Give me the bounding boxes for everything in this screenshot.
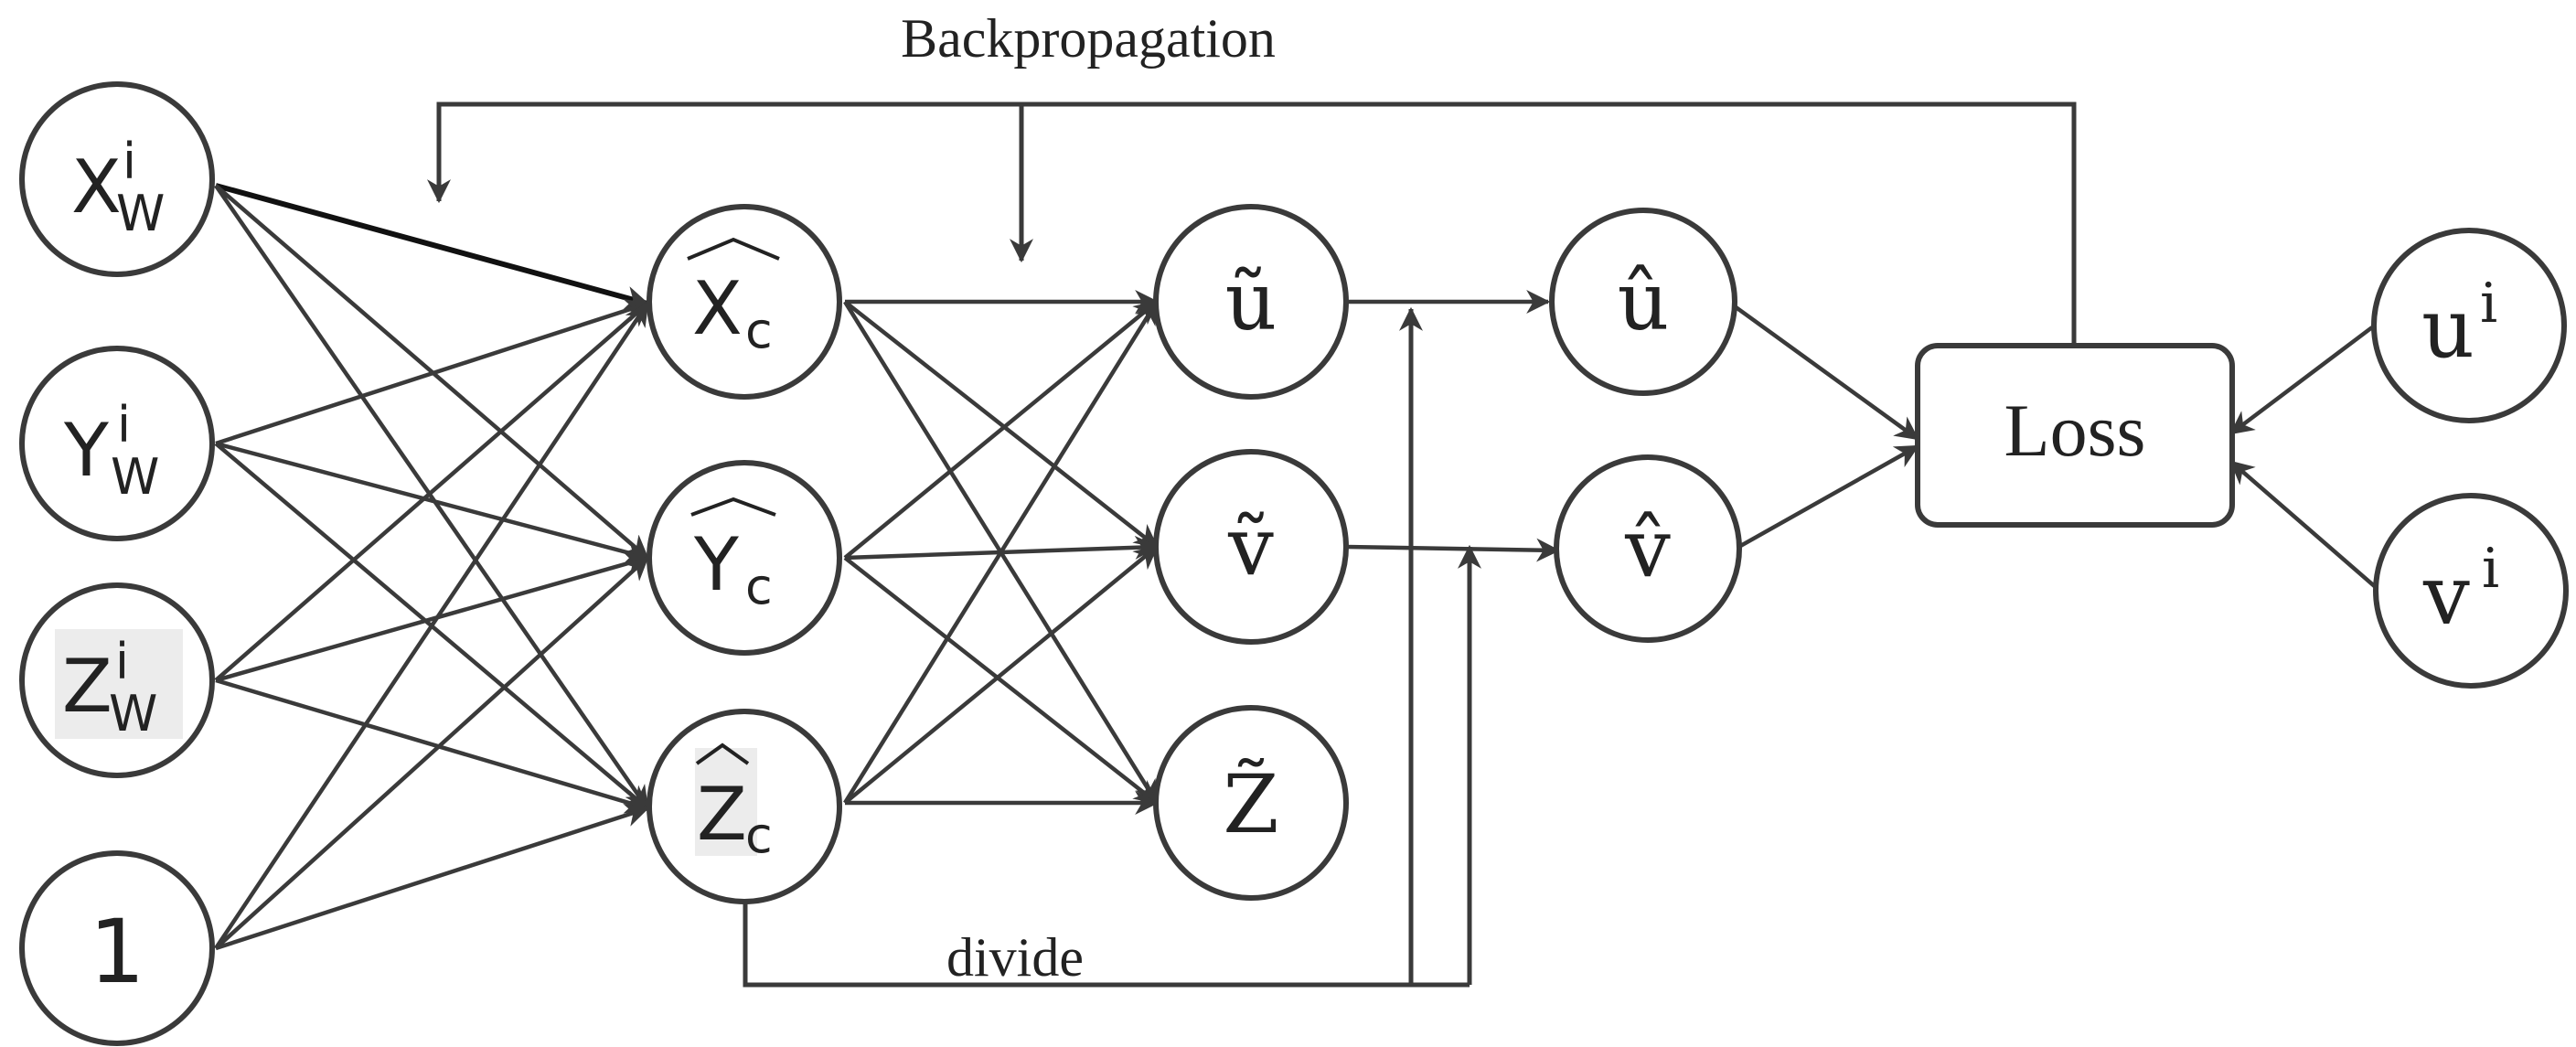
projected-node-u: ũ <box>1153 204 1349 400</box>
camera-node-y: Y c <box>647 460 842 656</box>
target-node-u: u i <box>2371 228 2567 423</box>
target-node-u-label: u <box>2421 281 2474 377</box>
target-node-v-label: v <box>2422 548 2470 644</box>
camera-to-projected-edges <box>843 290 1160 815</box>
projected-node-z: Z̃ <box>1153 705 1349 901</box>
backpropagation-label: Backpropagation <box>901 8 1276 69</box>
wide-hat-icon <box>690 497 776 517</box>
input-node-y: Y i W <box>19 346 215 541</box>
camera-node-z-label: Z <box>697 772 747 857</box>
wide-hat-icon <box>687 237 780 261</box>
camera-node-y-sub: c <box>745 558 773 615</box>
normalized-node-v-label: v̂ <box>1624 501 1671 595</box>
target-node-v-sup: i <box>2482 537 2499 601</box>
loss-input-edges <box>1726 300 2379 591</box>
normalized-node-u-label: û <box>1618 254 1670 348</box>
camera-node-z: Z c <box>647 709 842 904</box>
target-node-u-sup: i <box>2480 272 2497 336</box>
input-node-z: Z i W <box>19 582 215 778</box>
input-node-x: X i W <box>19 81 215 277</box>
loss-box: Loss <box>1915 343 2235 528</box>
normalized-node-v: v̂ <box>1554 454 1742 643</box>
input-node-x-sup: i <box>123 133 136 190</box>
divide-path <box>743 306 1481 988</box>
camera-node-x: X c <box>647 204 842 400</box>
bias-node: 1 <box>19 850 215 1046</box>
normalized-node-u: û <box>1549 208 1737 396</box>
input-node-z-label: Z <box>62 644 112 729</box>
input-node-z-sub: W <box>109 685 157 743</box>
target-node-v: v i <box>2373 493 2569 689</box>
input-node-z-sup: i <box>115 633 129 690</box>
input-node-y-sup: i <box>117 396 131 454</box>
projected-to-normalized-edges <box>1345 290 1561 562</box>
wide-hat-icon <box>695 743 750 765</box>
bias-node-label: 1 <box>89 901 144 1003</box>
projected-node-z-label: Z̃ <box>1223 757 1278 851</box>
input-node-y-label: Y <box>63 408 110 493</box>
input-to-camera-edges <box>214 183 650 951</box>
projected-node-v-label: ṽ <box>1227 499 1274 593</box>
divide-label: divide <box>946 927 1084 988</box>
projected-node-v: ṽ <box>1153 449 1349 645</box>
camera-node-y-label: Y <box>693 522 740 607</box>
input-node-x-sub: W <box>116 185 165 242</box>
camera-node-z-sub: c <box>745 807 773 864</box>
camera-node-x-sub: c <box>745 302 773 359</box>
input-node-y-sub: W <box>111 448 159 506</box>
camera-node-x-label: X <box>692 266 743 351</box>
projected-node-u-label: ũ <box>1225 254 1277 348</box>
backpropagation-path <box>427 101 2077 346</box>
loss-label: Loss <box>2004 389 2146 472</box>
input-node-x-label: X <box>71 144 122 230</box>
